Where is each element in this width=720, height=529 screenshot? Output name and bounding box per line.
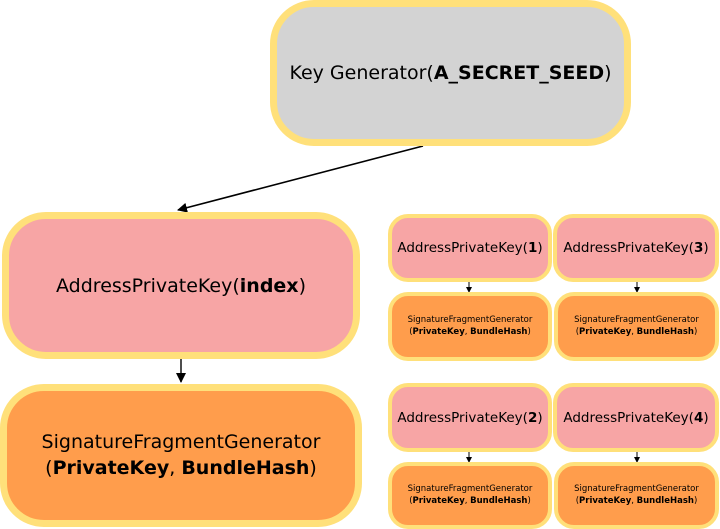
signature-fragment-generator-1-node: SignatureFragmentGenerator (PrivateKey, … xyxy=(388,292,552,361)
address-private-key-2-node: AddressPrivateKey(2) xyxy=(388,383,552,452)
address-private-key-2-label: AddressPrivateKey(2) xyxy=(397,409,543,426)
arrow-keygen-to-address xyxy=(177,145,424,213)
address-private-key-3-node: AddressPrivateKey(3) xyxy=(553,214,719,282)
signature-fragment-generator-3-label: SignatureFragmentGenerator (PrivateKey, … xyxy=(574,314,699,337)
address-private-key-1-label: AddressPrivateKey(1) xyxy=(397,240,543,256)
address-private-key-4-label: AddressPrivateKey(4) xyxy=(563,409,709,426)
signature-fragment-generator-2-label: SignatureFragmentGenerator (PrivateKey, … xyxy=(407,483,533,506)
signature-fragment-generator-1-label: SignatureFragmentGenerator (PrivateKey, … xyxy=(407,314,533,337)
key-generator-node: Key Generator(A_SECRET_SEED) xyxy=(270,0,631,146)
address-private-key-index-label: AddressPrivateKey(index) xyxy=(56,274,306,297)
signature-fragment-generator-node: SignatureFragmentGenerator (PrivateKey, … xyxy=(0,384,362,527)
address-private-key-index-node: AddressPrivateKey(index) xyxy=(2,212,360,359)
signature-fragment-generator-3-node: SignatureFragmentGenerator (PrivateKey, … xyxy=(554,292,719,361)
address-private-key-4-node: AddressPrivateKey(4) xyxy=(553,383,719,452)
signature-fragment-generator-4-node: SignatureFragmentGenerator (PrivateKey, … xyxy=(554,462,719,529)
address-private-key-3-label: AddressPrivateKey(3) xyxy=(563,240,709,256)
key-generator-label: Key Generator(A_SECRET_SEED) xyxy=(289,62,612,84)
signature-fragment-generator-4-label: SignatureFragmentGenerator (PrivateKey, … xyxy=(574,483,699,506)
signature-fragment-generator-2-node: SignatureFragmentGenerator (PrivateKey, … xyxy=(388,462,552,529)
signature-fragment-generator-label: SignatureFragmentGenerator (PrivateKey, … xyxy=(41,430,321,479)
address-private-key-1-node: AddressPrivateKey(1) xyxy=(388,214,552,282)
